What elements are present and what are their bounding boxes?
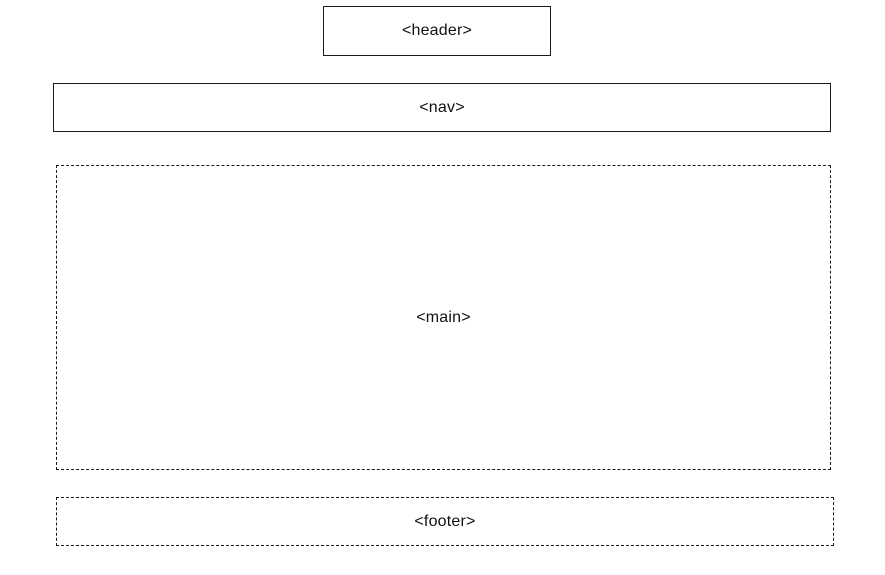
header-label: <header> — [401, 22, 473, 39]
nav-label: <nav> — [419, 98, 465, 116]
nav-region: <nav> — [53, 83, 831, 132]
header-region: <header> — [323, 6, 551, 56]
main-label: <main> — [416, 308, 471, 326]
main-region: <main> — [56, 165, 831, 470]
footer-label: <footer> — [414, 512, 476, 530]
footer-region: <footer> — [56, 497, 834, 546]
